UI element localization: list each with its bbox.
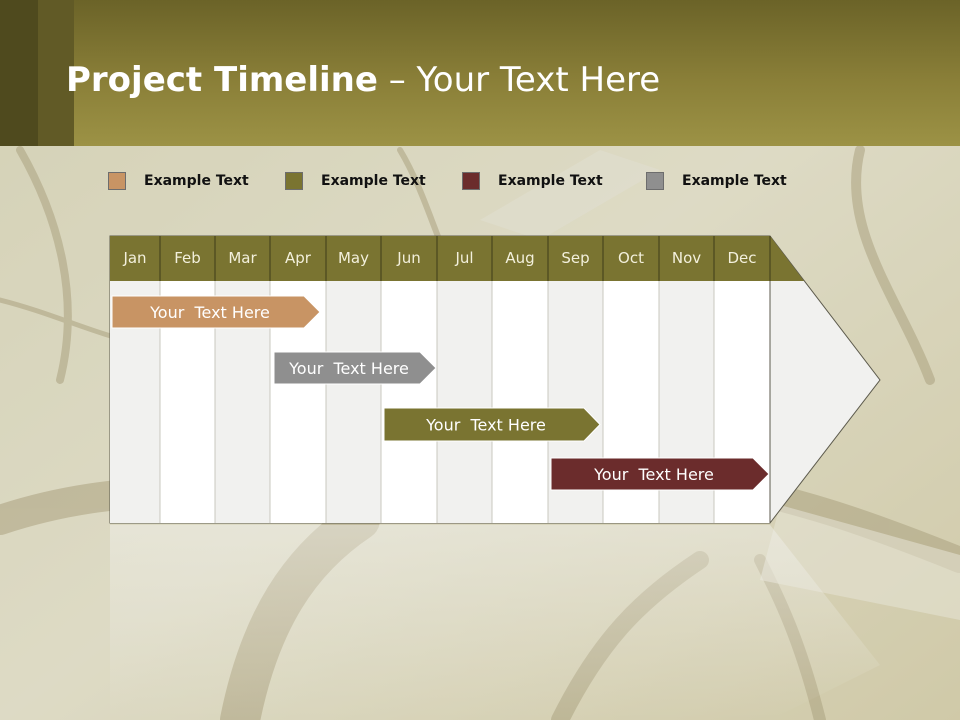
month-label: Oct bbox=[618, 249, 644, 267]
title-rest: – Your Text Here bbox=[377, 60, 661, 100]
task-bar-label: Your Text Here bbox=[288, 359, 409, 378]
month-column bbox=[381, 281, 437, 523]
month-column bbox=[437, 281, 492, 523]
page-title: Project Timeline – Your Text Here bbox=[66, 60, 660, 100]
month-label: Feb bbox=[174, 249, 201, 267]
month-label: Sep bbox=[561, 249, 590, 267]
month-label: Mar bbox=[228, 249, 257, 267]
month-header-band bbox=[110, 236, 804, 281]
task-bar-label: Your Text Here bbox=[149, 303, 270, 322]
month-label: Nov bbox=[671, 249, 702, 267]
header-band bbox=[0, 0, 960, 146]
task-bar-label: Your Text Here bbox=[593, 465, 714, 484]
legend-swatch bbox=[646, 172, 664, 190]
timeline-reflection bbox=[110, 525, 880, 720]
legend-label: Example Text bbox=[144, 173, 249, 189]
month-label: Aug bbox=[505, 249, 535, 267]
legend-swatch bbox=[462, 172, 480, 190]
month-label: Apr bbox=[285, 249, 311, 267]
legend-swatch bbox=[285, 172, 303, 190]
task-bar bbox=[273, 351, 437, 385]
month-label: Jul bbox=[455, 249, 474, 267]
title-bold: Project Timeline bbox=[66, 60, 378, 100]
legend-item: Example Text bbox=[108, 170, 249, 192]
task-bar bbox=[383, 407, 601, 442]
month-label: Jun bbox=[397, 249, 421, 267]
month-label: Dec bbox=[727, 249, 757, 267]
legend-label: Example Text bbox=[321, 173, 426, 189]
legend-item: Example Text bbox=[646, 170, 787, 192]
legend-label: Example Text bbox=[682, 173, 787, 189]
month-column bbox=[326, 281, 381, 523]
legend-item: Example Text bbox=[462, 170, 603, 192]
month-column bbox=[492, 281, 548, 523]
task-bar bbox=[111, 295, 321, 329]
header-accent-strip bbox=[38, 0, 74, 146]
legend-swatch bbox=[108, 172, 126, 190]
legend-item: Example Text bbox=[285, 170, 426, 192]
task-bar-label: Your Text Here bbox=[425, 416, 546, 435]
month-label: May bbox=[337, 249, 369, 267]
header-accent-strip bbox=[0, 0, 38, 146]
month-label: Jan bbox=[123, 249, 147, 267]
task-bar bbox=[550, 457, 770, 491]
legend-label: Example Text bbox=[498, 173, 603, 189]
